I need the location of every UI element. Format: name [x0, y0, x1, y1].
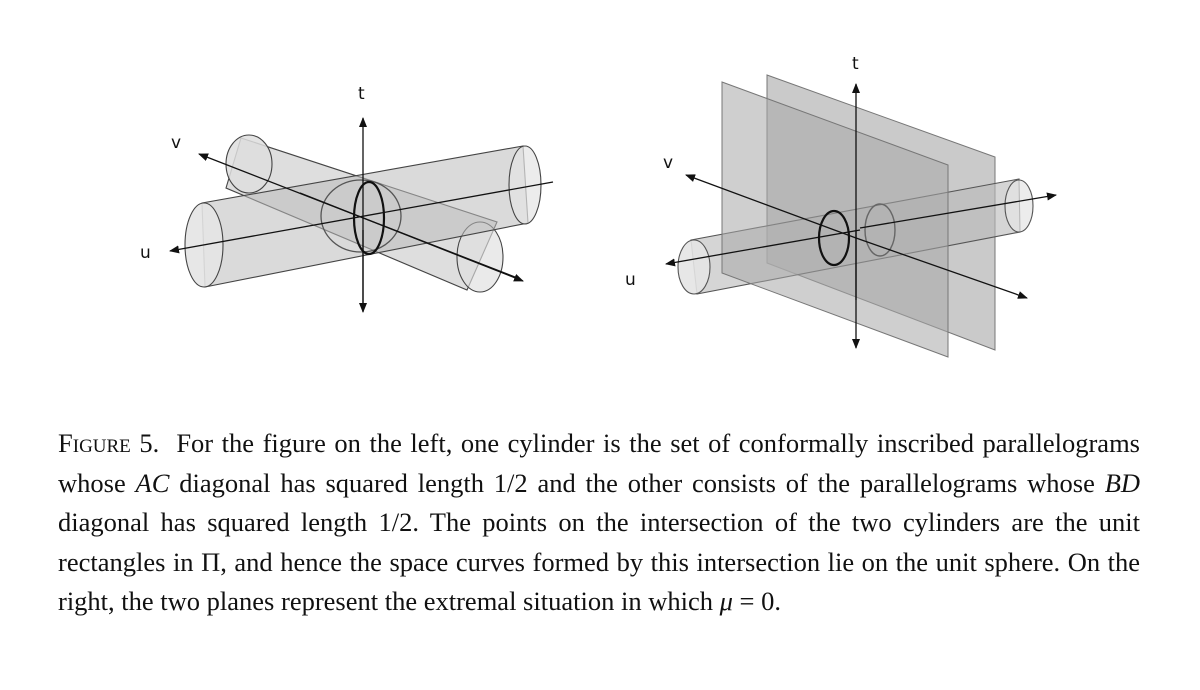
caption-math-mu: μ — [719, 586, 733, 617]
caption-text-4: = 0. — [732, 586, 781, 617]
axis-u-line-right — [859, 192, 1057, 229]
figure-5: v t u v t u — [140, 54, 1057, 358]
right-axis-u-label: u — [625, 270, 636, 290]
right-panel: v t u — [625, 54, 1057, 358]
intersection-curve-back — [320, 179, 402, 253]
plane-front — [721, 81, 949, 358]
axis-v-line-right-back — [685, 174, 857, 239]
left-axis-u-label: u — [140, 243, 151, 263]
axis-u-line-right-back — [665, 229, 861, 267]
axis-v-line-front — [299, 192, 524, 282]
figure-caption: Figure 5. For the figure on the left, on… — [58, 424, 1140, 622]
caption-math-ac: AC — [135, 467, 170, 498]
left-panel: v t u — [140, 84, 554, 313]
figure-label: Figure 5. — [58, 428, 160, 458]
caption-text-1: For the figure on the left, one cylinder… — [58, 428, 1140, 498]
left-axis-v-label: v — [171, 133, 181, 153]
caption-text-3: diagonal has squared length 1/2. The poi… — [58, 507, 1140, 617]
plane-intersection-front — [817, 209, 851, 267]
right-axis-t-label: t — [852, 54, 859, 74]
axis-v-line-right — [855, 237, 1028, 299]
caption-math-bd: BD — [1104, 467, 1141, 498]
caption-text-2: diagonal has squared length 1/2 and the … — [169, 467, 1105, 498]
right-axis-v-label: v — [663, 153, 673, 173]
plane-intersection-back — [864, 203, 896, 257]
axis-u-line — [169, 181, 554, 254]
left-axis-t-label: t — [358, 84, 365, 104]
